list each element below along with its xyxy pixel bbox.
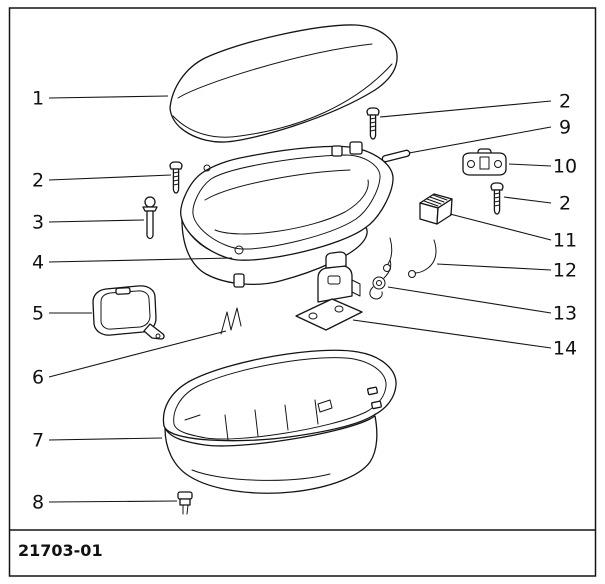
leader-line-3 — [48, 219, 145, 223]
leader-line-10 — [508, 163, 552, 167]
callout-label-3: 3 — [32, 212, 44, 234]
callout-label-12: 12 — [553, 260, 577, 282]
leader-line-7 — [48, 437, 163, 441]
callout-label-9: 9 — [559, 117, 571, 139]
figure-code: 21703-01 — [18, 541, 103, 560]
callout-label-2-right: 2 — [559, 193, 571, 215]
hinge-rod — [381, 149, 411, 163]
hinge-pin — [142, 196, 158, 240]
leader-line-13 — [387, 286, 552, 314]
callout-label-5: 5 — [32, 303, 44, 325]
lower-housing — [162, 349, 397, 494]
callout-labels: 1 2 3 4 5 6 7 8 2 9 10 2 11 12 13 14 — [32, 88, 577, 514]
exploded-view — [92, 24, 507, 515]
striker — [419, 193, 453, 225]
callout-label-1: 1 — [32, 88, 44, 110]
callout-label-2-left: 2 — [32, 170, 44, 192]
leader-line-4 — [48, 257, 233, 263]
retaining-clip — [177, 491, 193, 515]
callout-label-14: 14 — [553, 338, 577, 360]
callout-label-8: 8 — [32, 492, 44, 514]
screw-left — [169, 161, 183, 194]
tension-spring — [369, 259, 392, 300]
callout-label-4: 4 — [32, 252, 44, 274]
leader-line-2-top-right — [379, 100, 552, 118]
callout-label-13: 13 — [553, 303, 577, 325]
figure-border — [8, 7, 597, 577]
callout-label-7: 7 — [32, 430, 44, 452]
leader-line-9 — [408, 126, 552, 154]
storage-tray — [180, 141, 394, 288]
latch-spring — [220, 307, 242, 335]
release-cable — [383, 237, 437, 278]
callout-label-11: 11 — [553, 230, 577, 252]
leader-line-8 — [48, 500, 178, 503]
callout-label-10: 10 — [553, 156, 577, 178]
screw-right — [490, 182, 504, 215]
latch-assembly — [92, 285, 165, 340]
support-bracket — [295, 251, 363, 331]
leader-line-2-right — [503, 196, 552, 204]
hinge-plate — [462, 148, 507, 176]
armrest-lid — [169, 24, 398, 143]
screw-top-right — [366, 107, 380, 140]
leader-lines — [48, 95, 552, 503]
leader-line-11 — [449, 213, 552, 241]
leader-line-1 — [48, 95, 169, 99]
callout-label-6: 6 — [32, 367, 44, 389]
leader-line-2-left — [48, 174, 172, 181]
leader-line-6 — [48, 330, 227, 378]
leader-line-12 — [436, 263, 552, 271]
leader-line-14 — [352, 319, 552, 349]
callout-label-2-top-right: 2 — [559, 91, 571, 113]
